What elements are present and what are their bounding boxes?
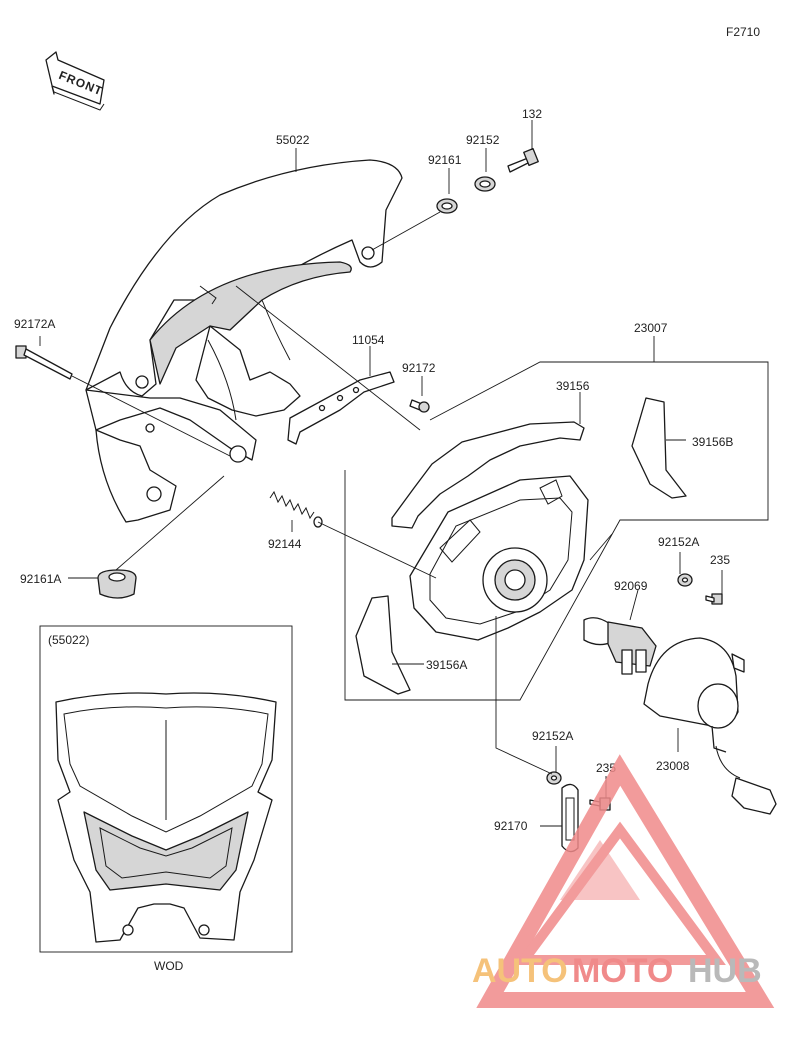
panel-39156B [631,397,687,499]
watermark-logo [476,754,775,1008]
label-92069: 92069 [614,579,648,593]
inset-panel: (55022) WOD [39,625,293,973]
inset-number-plate [55,692,277,943]
label-39156B: 39156B [692,435,733,449]
label-23007: 23007 [634,321,668,335]
label-11054: 11054 [352,333,385,347]
inset-caption: WOD [154,959,184,973]
bolt-235-upper [705,593,723,605]
collar-92152 [474,176,496,192]
part-labels: 55022 92161 92152 132 92172A 11054 92172… [14,107,733,833]
label-235-upper: 235 [710,553,730,567]
bulb-92069 [583,617,657,675]
label-92161A: 92161A [20,572,61,586]
washer-92152A-lower [546,771,562,785]
watermark-text: AUTO MOTO HUB [472,952,762,990]
label-92152A-lower: 92152A [532,729,573,743]
label-92152: 92152 [466,133,500,147]
bolt-132 [507,147,539,173]
inset-title: (55022) [48,633,89,647]
bracket-11054 [287,371,395,445]
label-92172: 92172 [402,361,436,375]
front-arrow-icon: FRONT [45,51,105,111]
washer-92152A-upper [677,573,693,587]
label-92152A-upper: 92152A [658,535,699,549]
label-132: 132 [522,107,542,121]
label-92172A: 92172A [14,317,55,331]
label-92144: 92144 [268,537,302,551]
leader-lines [39,120,723,827]
label-39156A: 39156A [426,658,467,672]
headlight-cover-55022 [85,159,403,523]
label-92170: 92170 [494,819,528,833]
screw-92172 [409,399,430,413]
label-55022: 55022 [276,133,310,147]
watermark-auto: AUTO [472,952,568,990]
figure-code: F2710 [726,25,760,39]
label-23008: 23008 [656,759,690,773]
bolt-92172A [15,345,73,380]
socket-23008 [643,637,777,815]
panel-39156 [391,421,585,529]
watermark-moto: MOTO [572,952,673,990]
label-39156: 39156 [556,379,590,393]
panel-39156A [355,595,411,695]
spring-92144 [269,490,323,528]
assembly-box-23007 [344,361,769,701]
headlight-housing [409,475,589,641]
label-92161: 92161 [428,153,462,167]
grommet-92161 [436,198,458,214]
grommet-92161A [97,569,137,599]
watermark-hub: HUB [688,952,762,990]
